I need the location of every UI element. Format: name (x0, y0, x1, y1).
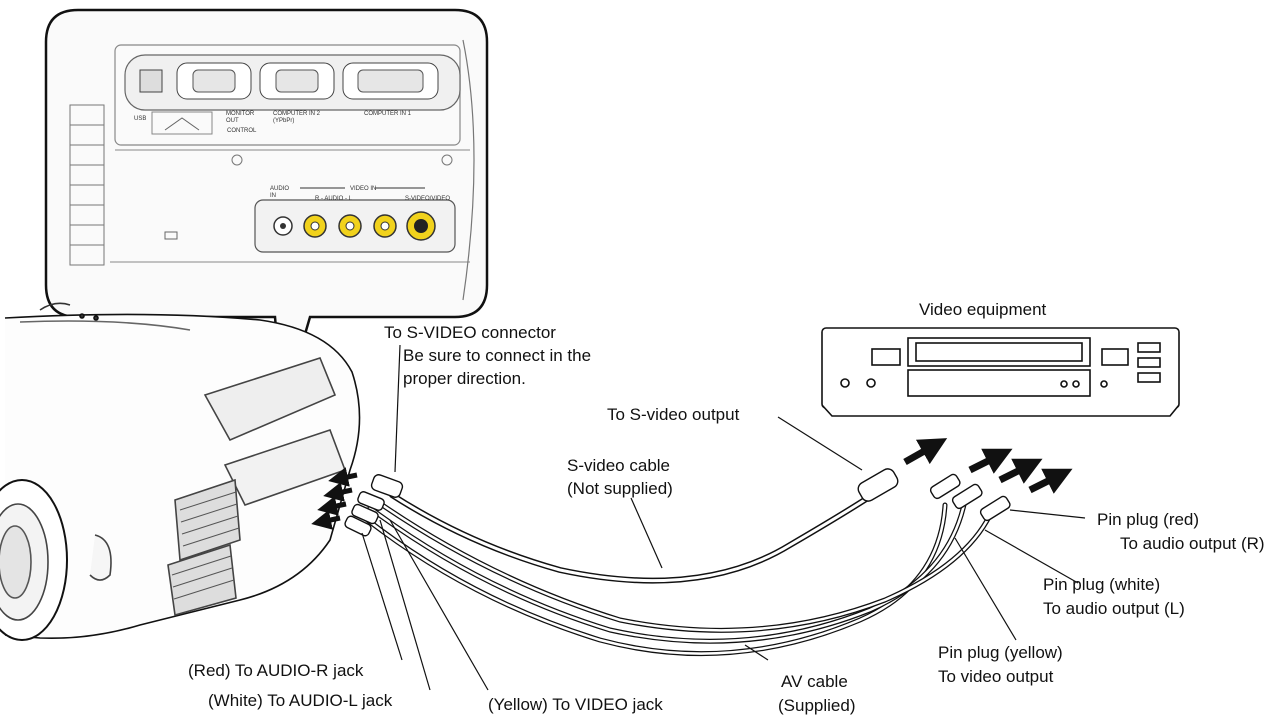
label-pin-plug-yellow: Pin plug (yellow) (938, 643, 1063, 662)
label-direction-note-1: Be sure to connect in the (403, 346, 592, 365)
label-av-cable: AV cable (781, 672, 848, 691)
label-to-audio-output-r: To audio output (R) (1120, 534, 1265, 553)
label-pin-plug-white: Pin plug (white) (1043, 575, 1161, 594)
video-equipment (821, 327, 1180, 417)
computer-in-2-label: COMPUTER IN 2(YPbPr) (273, 111, 321, 124)
label-direction-note-2: proper direction. (403, 369, 526, 388)
control-label: CONTROL (227, 128, 257, 134)
label-white-audio-l-jack: (White) To AUDIO-L jack (208, 691, 393, 710)
usb-port (139, 69, 163, 93)
label-pin-plug-red: Pin plug (red) (1097, 510, 1200, 529)
video-in-label: VIDEO IN (350, 186, 376, 192)
label-svideo-cable: S-video cable (567, 456, 671, 475)
label-yellow-video-jack: (Yellow) To VIDEO jack (488, 695, 663, 714)
label-red-audio-r-jack: (Red) To AUDIO-R jack (188, 661, 364, 680)
projector (0, 302, 361, 641)
label-av-cable-supplied: (Supplied) (778, 696, 856, 715)
equipment-side-plugs (857, 468, 1011, 522)
computer-in-1-label: COMPUTER IN 1 (364, 111, 412, 117)
label-svideo-not-supplied: (Not supplied) (567, 479, 673, 498)
label-to-video-output: To video output (938, 667, 1054, 686)
plug-in-arrows (311, 467, 358, 530)
r-audio-l-label: R - AUDIO - L (315, 196, 353, 202)
s-video-video-label: S-VIDEO/VIDEO (405, 196, 450, 202)
label-to-audio-output-l: To audio output (L) (1043, 599, 1185, 618)
usb-label: USB (134, 116, 146, 122)
label-to-svideo-output: To S-video output (607, 405, 740, 424)
label-video-equipment: Video equipment (919, 300, 1047, 319)
label-to-svideo-connector: To S-VIDEO connector (384, 323, 556, 342)
leader-lines (361, 344, 1086, 691)
cables (362, 487, 993, 657)
projector-side-plugs (344, 474, 404, 537)
output-arrows (903, 438, 1073, 494)
panel-vent (69, 104, 105, 266)
